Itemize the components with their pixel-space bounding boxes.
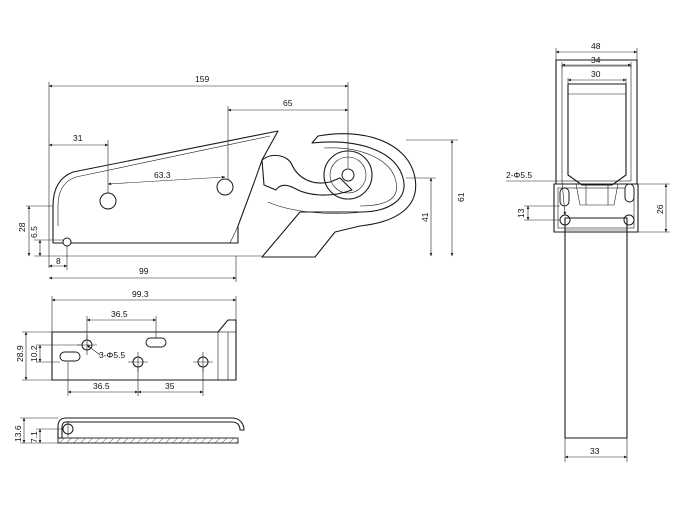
dim-text-13: 13 <box>516 208 526 218</box>
dim-text-31: 31 <box>73 133 83 143</box>
dim-text-10-2: 10.2 <box>29 345 39 362</box>
dim-text-99: 99 <box>139 266 149 276</box>
front-view: 48 34 30 2-Φ5.5 13 26 33 <box>506 41 670 462</box>
dim-text-13-6: 13.6 <box>13 425 23 442</box>
dim-text-34: 34 <box>591 55 601 65</box>
side-view-lever <box>52 130 279 244</box>
dim-text-63-3: 63.3 <box>154 170 171 180</box>
front-view-handle-inner <box>567 83 627 186</box>
side-view-hole-1 <box>99 192 117 210</box>
side-view-roller-pin <box>341 168 355 182</box>
side-view-linkage <box>261 154 353 196</box>
front-view-slot-right <box>624 183 635 203</box>
top-view: 99.3 36.5 3-Φ5.5 28.9 10.2 36.5 35 <box>15 289 237 396</box>
section-view-base-hatch <box>57 437 239 444</box>
side-view-small-hole <box>62 237 72 247</box>
top-view-slot-1 <box>145 337 167 348</box>
front-view-base <box>564 217 628 439</box>
top-view-slot-2 <box>59 351 81 362</box>
dim-text-65: 65 <box>283 98 293 108</box>
dim-text-2-holes: 2-Φ5.5 <box>506 170 532 180</box>
dim-text-36-5-top: 36.5 <box>111 309 128 319</box>
side-view-hole-2 <box>216 178 234 196</box>
dim-text-28: 28 <box>17 222 27 232</box>
dim-text-33: 33 <box>590 446 600 456</box>
dim-text-36-5-bottom: 36.5 <box>93 381 110 391</box>
dim-line-63-3 <box>107 175 226 186</box>
dim-text-7-1: 7.1 <box>29 431 39 443</box>
dim-text-6-5: 6.5 <box>29 226 39 238</box>
top-view-plate <box>51 319 237 381</box>
dim-text-30: 30 <box>591 69 601 79</box>
dim-text-61: 61 <box>456 192 466 202</box>
dim-text-8: 8 <box>56 256 61 266</box>
dim-text-159: 159 <box>195 74 209 84</box>
front-view-hole-right <box>623 214 635 226</box>
dim-text-26: 26 <box>655 204 665 214</box>
dim-text-3-holes: 3-Φ5.5 <box>99 350 125 360</box>
section-view: 13.6 7.1 <box>13 417 245 444</box>
dim-text-99-3: 99.3 <box>132 289 149 299</box>
dim-text-28-9: 28.9 <box>15 345 25 362</box>
dim-text-35: 35 <box>165 381 175 391</box>
side-view-jaw <box>261 133 417 258</box>
dim-text-41: 41 <box>420 212 430 222</box>
front-view-slot-left <box>559 187 570 207</box>
section-view-profile <box>57 417 245 439</box>
dim-text-48: 48 <box>591 41 601 51</box>
side-view: 159 65 31 63.3 61 41 28 6.5 8 99 <box>17 74 466 282</box>
side-view-lever-inner <box>57 135 271 226</box>
front-view-mount-plate <box>553 183 639 233</box>
